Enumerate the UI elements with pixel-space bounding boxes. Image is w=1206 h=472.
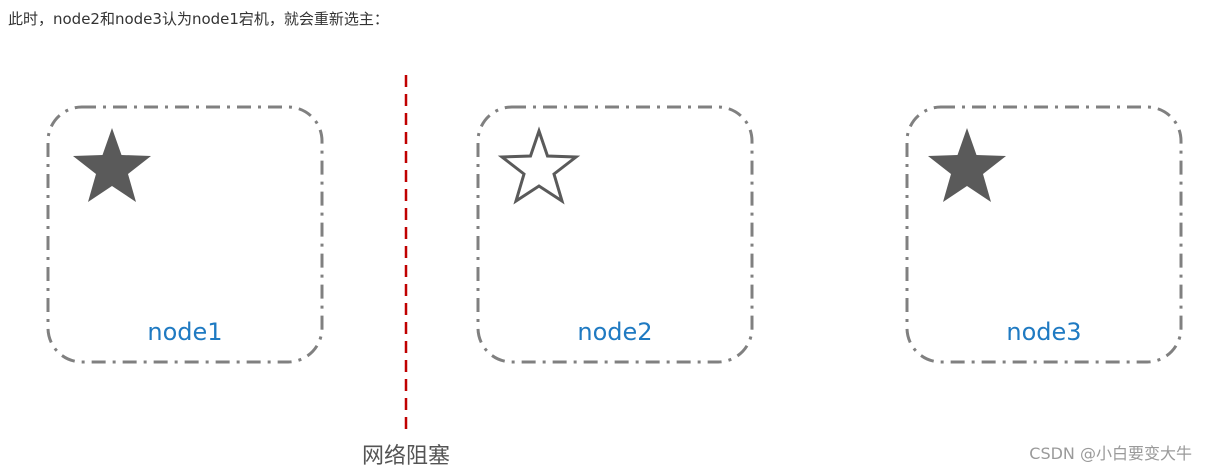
filled-star-icon bbox=[928, 128, 1006, 202]
node-box-node1: node1 bbox=[46, 105, 324, 364]
outline-star-icon bbox=[497, 126, 581, 205]
node-box-node3: node3 bbox=[905, 105, 1183, 364]
node-label-node1: node1 bbox=[147, 318, 222, 346]
node-box-node2: node2 bbox=[476, 105, 754, 364]
partition-label: 网络阻塞 bbox=[362, 444, 450, 469]
node-label-node2: node2 bbox=[577, 318, 652, 346]
node-label-node3: node3 bbox=[1006, 318, 1081, 346]
watermark: CSDN @小白要变大牛 bbox=[1029, 444, 1192, 463]
intro-text: 此时，node2和node3认为node1宕机，就会重新选主： bbox=[8, 10, 389, 28]
filled-star-icon bbox=[73, 128, 151, 202]
